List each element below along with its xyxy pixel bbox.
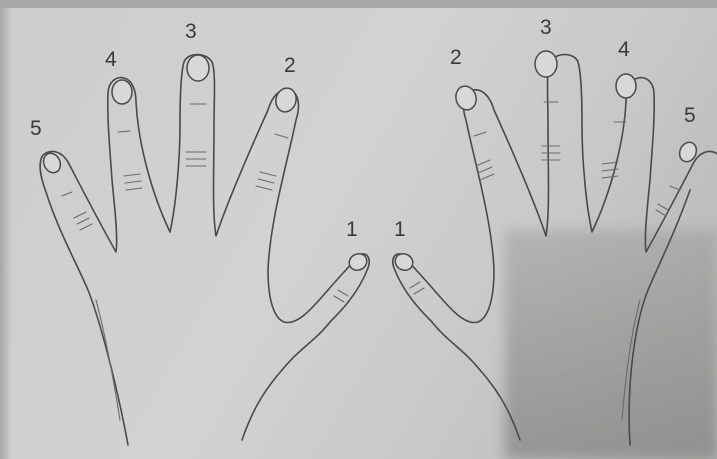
right-ring-nail [616, 74, 636, 98]
left-index-number: 2 [284, 54, 296, 77]
left-ring-number: 4 [105, 48, 117, 71]
right-hand [392, 51, 717, 445]
right-ring-number: 4 [618, 38, 630, 61]
left-knuckle-creases [62, 104, 348, 302]
left-hand-outline [40, 55, 369, 446]
left-middle-number: 3 [185, 20, 197, 43]
left-middle-nail [187, 55, 209, 81]
right-middle-number: 3 [540, 16, 552, 39]
left-thumb-number: 1 [346, 218, 358, 241]
right-thumb-number: 1 [394, 218, 406, 241]
right-little-nail [677, 140, 700, 165]
left-wrist-line [96, 300, 120, 420]
right-index-nail [453, 84, 479, 112]
left-little-number: 5 [30, 117, 42, 140]
right-index-number: 2 [450, 46, 462, 69]
right-little-number: 5 [684, 104, 696, 127]
left-ring-nail [112, 80, 132, 104]
right-hand-outline [393, 55, 717, 441]
left-hand [40, 55, 370, 446]
right-wrist-line [622, 300, 640, 420]
right-knuckle-creases [410, 102, 680, 294]
left-index-nail [273, 86, 299, 114]
finger-number-labels: 5 4 3 2 1 1 2 3 4 5 [30, 16, 696, 241]
right-middle-nail [535, 51, 557, 77]
